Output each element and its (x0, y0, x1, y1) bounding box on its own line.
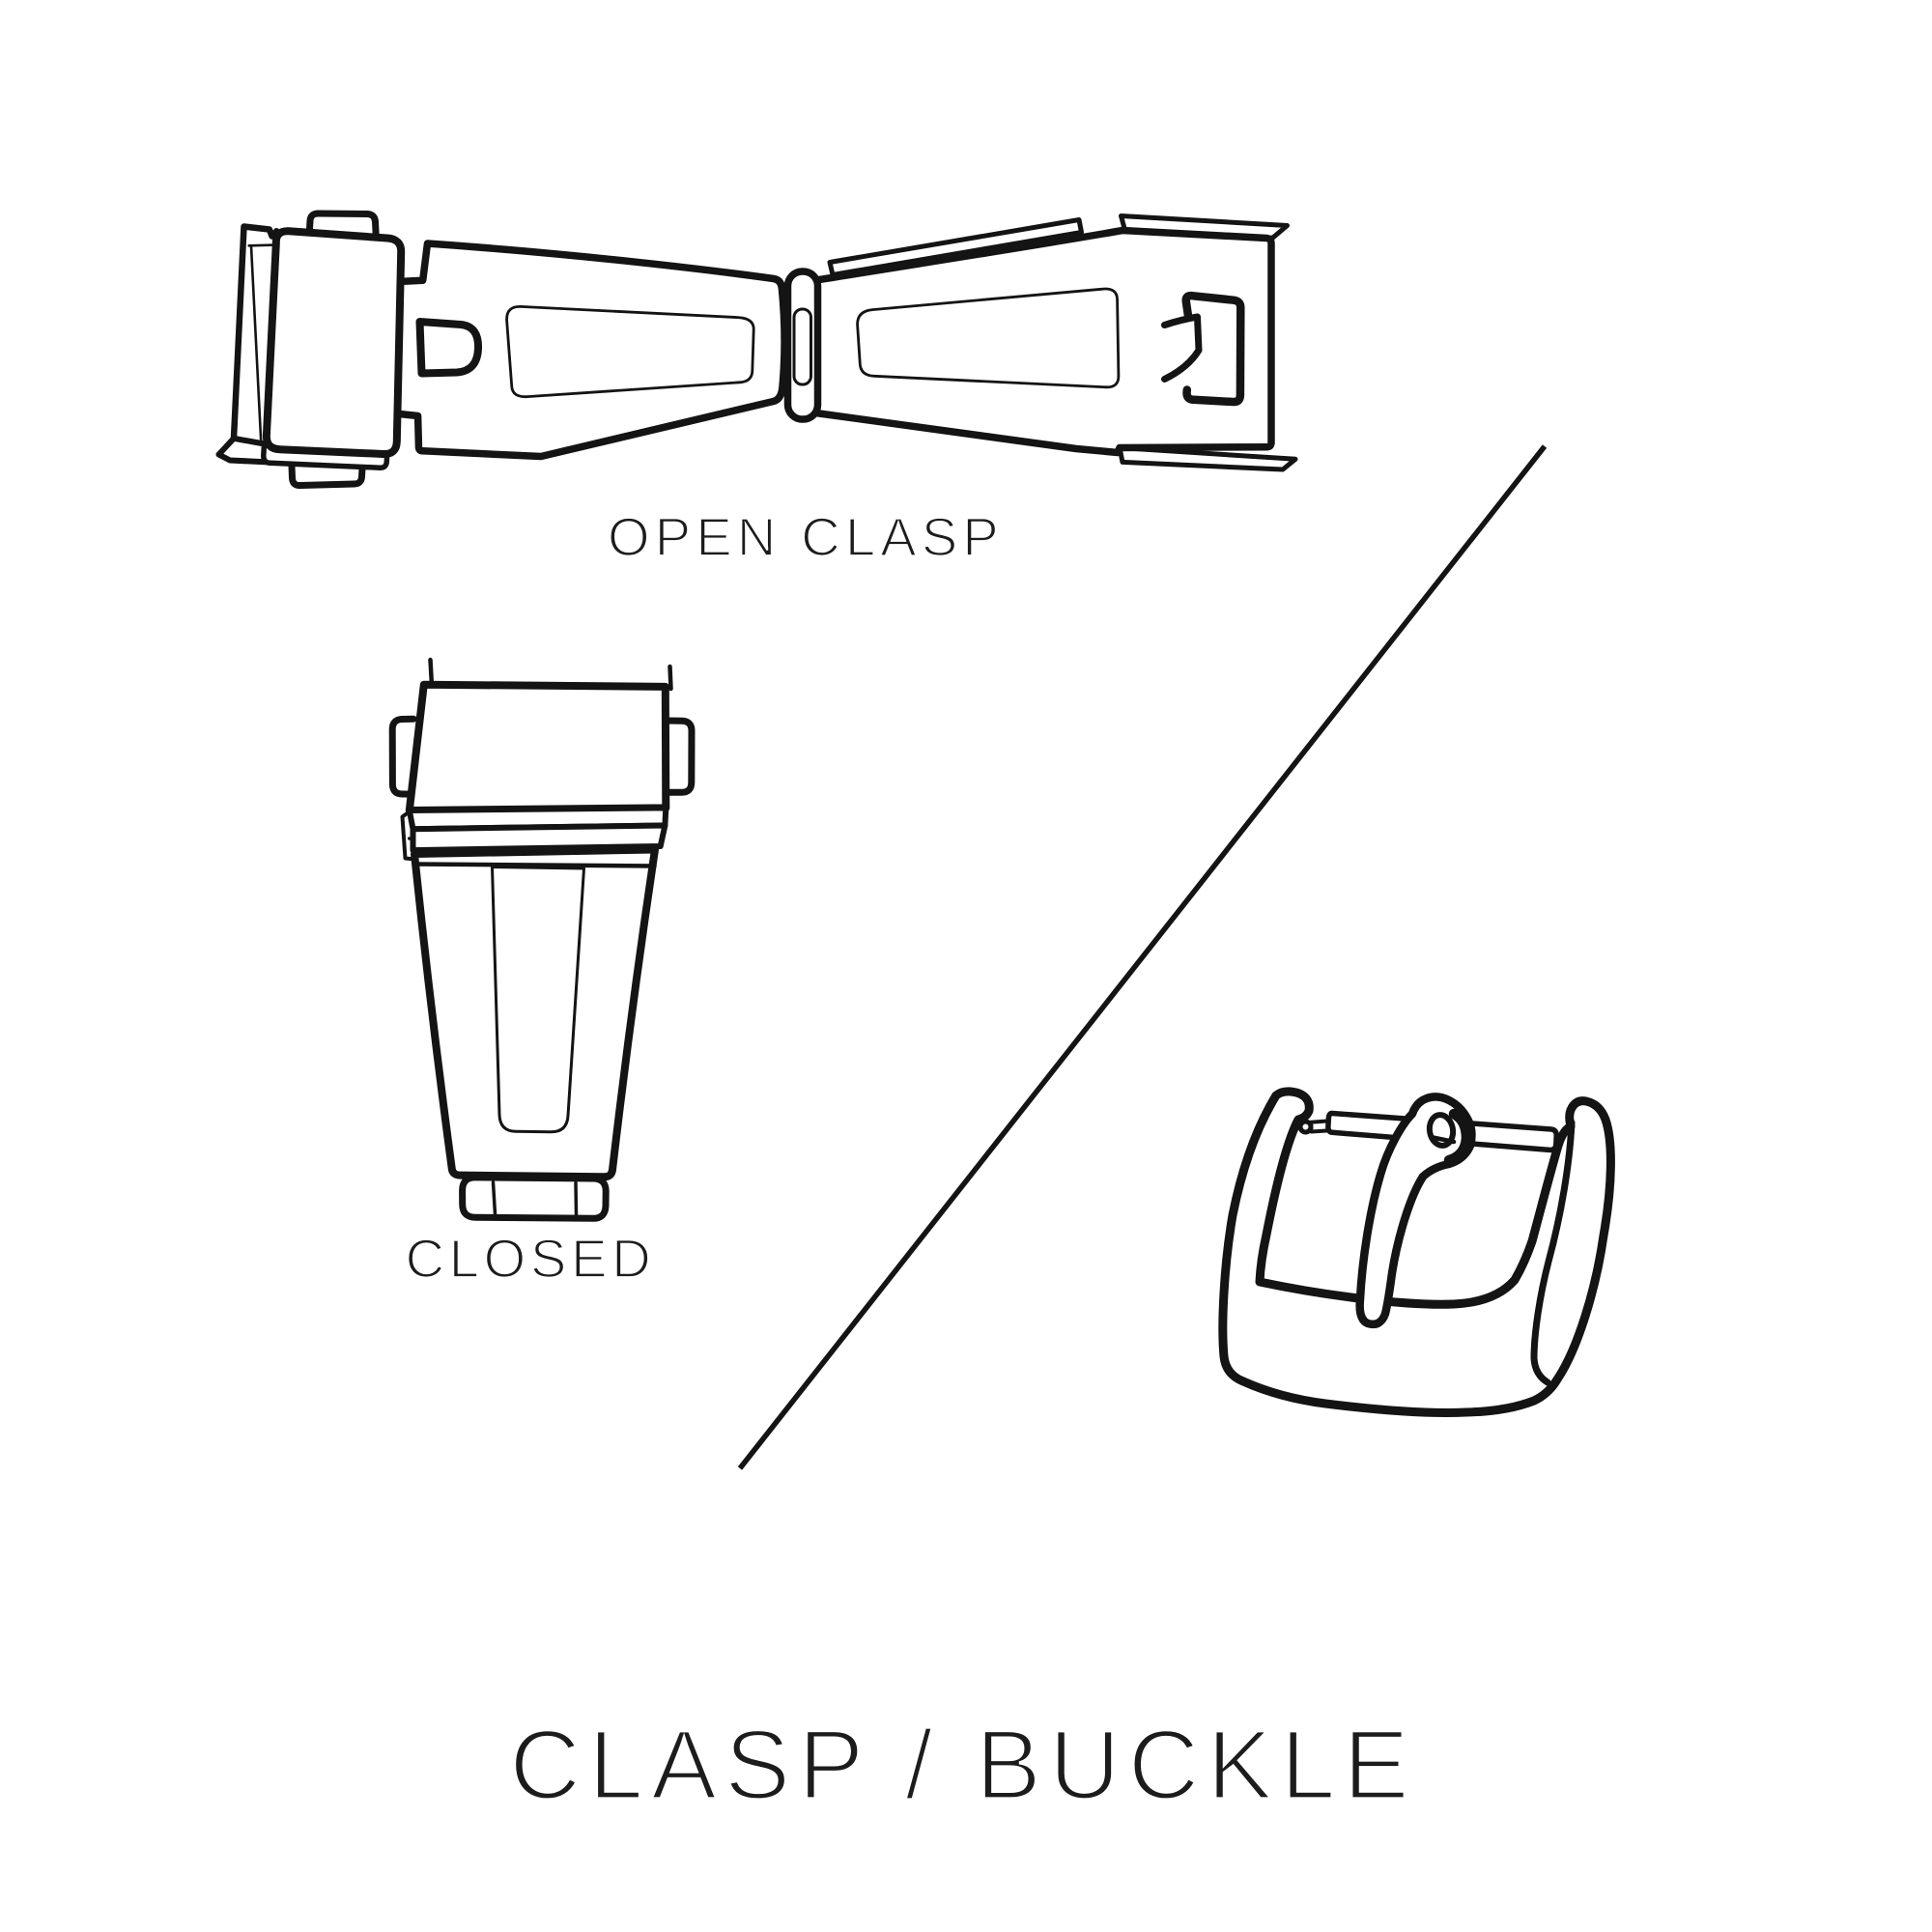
svg-text:CLASP / BUCKLE: CLASP / BUCKLE (509, 1710, 1416, 1820)
svg-text:CLOSED: CLOSED (406, 1228, 656, 1289)
svg-text:OPEN CLASP: OPEN CLASP (608, 506, 1004, 567)
